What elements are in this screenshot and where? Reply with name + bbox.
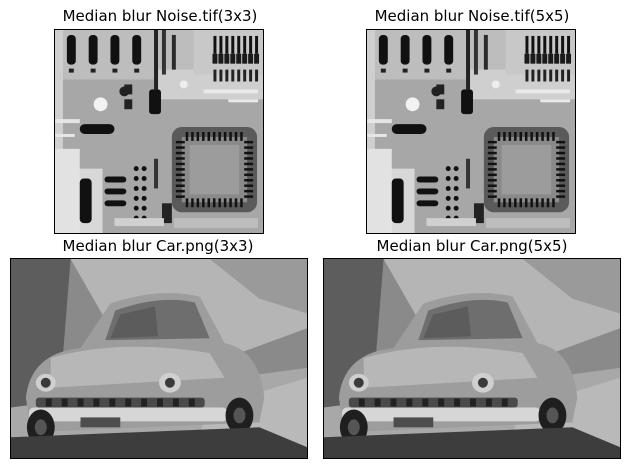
- car-street-image: [11, 259, 307, 458]
- circuit-board-image: [55, 30, 263, 233]
- panel-title-noise-3x3: Median blur Noise.tif(3x3): [62, 7, 258, 25]
- circuit-board-image: [367, 30, 575, 233]
- image-noise-3x3: [54, 29, 264, 234]
- panel-title-noise-5x5: Median blur Noise.tif(5x5): [374, 7, 570, 25]
- image-car-5x5: [323, 258, 621, 459]
- image-car-3x3: [10, 258, 308, 459]
- panel-title-car-3x3: Median blur Car.png(3x3): [62, 237, 254, 255]
- image-noise-5x5: [366, 29, 576, 234]
- panel-title-car-5x5: Median blur Car.png(5x5): [376, 237, 568, 255]
- car-street-image: [324, 259, 620, 458]
